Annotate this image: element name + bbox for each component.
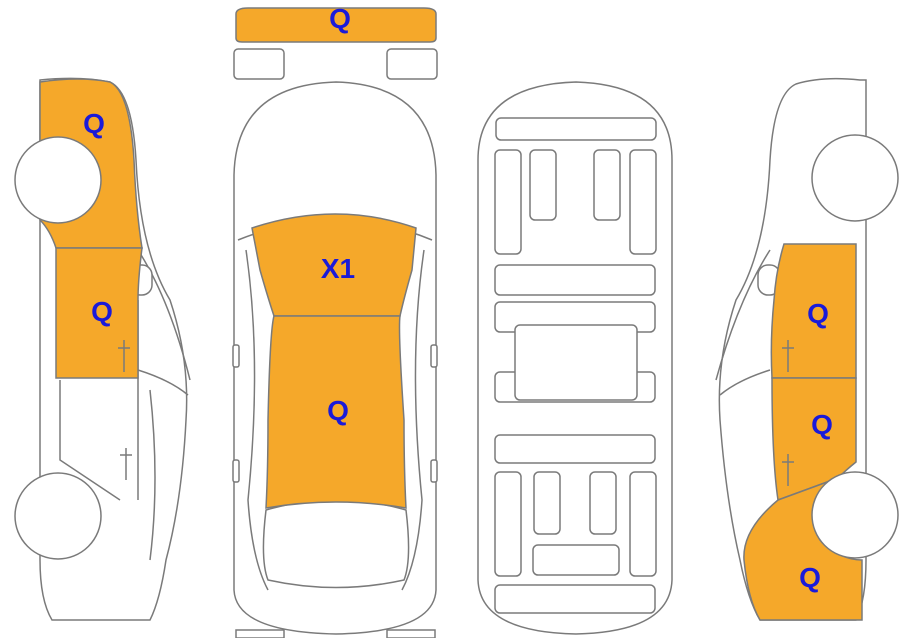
roof-code: Q (327, 395, 349, 426)
left-front-door-code: Q (91, 296, 113, 327)
left-headlight-outline (233, 48, 285, 80)
left-front-door-panel[interactable] (55, 247, 143, 379)
right-rear-quarter-code: Q (799, 562, 821, 593)
front-bumper-code: Q (329, 3, 351, 34)
front-bumper-panel[interactable] (235, 7, 437, 43)
underbody-view (477, 81, 673, 635)
left-rear-wheel (14, 472, 102, 560)
left-front-fender-code: Q (83, 108, 105, 139)
roof-panel[interactable] (265, 315, 407, 509)
right-headlight-outline (386, 48, 438, 80)
right-front-wheel (811, 134, 899, 222)
right-rear-door-panel[interactable] (771, 377, 857, 502)
right-front-door-code: Q (807, 298, 829, 329)
right-front-door-panel[interactable] (770, 243, 857, 379)
hood-panel[interactable] (251, 213, 417, 317)
right-rear-wheel (811, 471, 899, 559)
left-front-wheel (14, 136, 102, 224)
hood-code: X1 (321, 253, 355, 284)
right-rear-door-code: Q (811, 409, 833, 440)
